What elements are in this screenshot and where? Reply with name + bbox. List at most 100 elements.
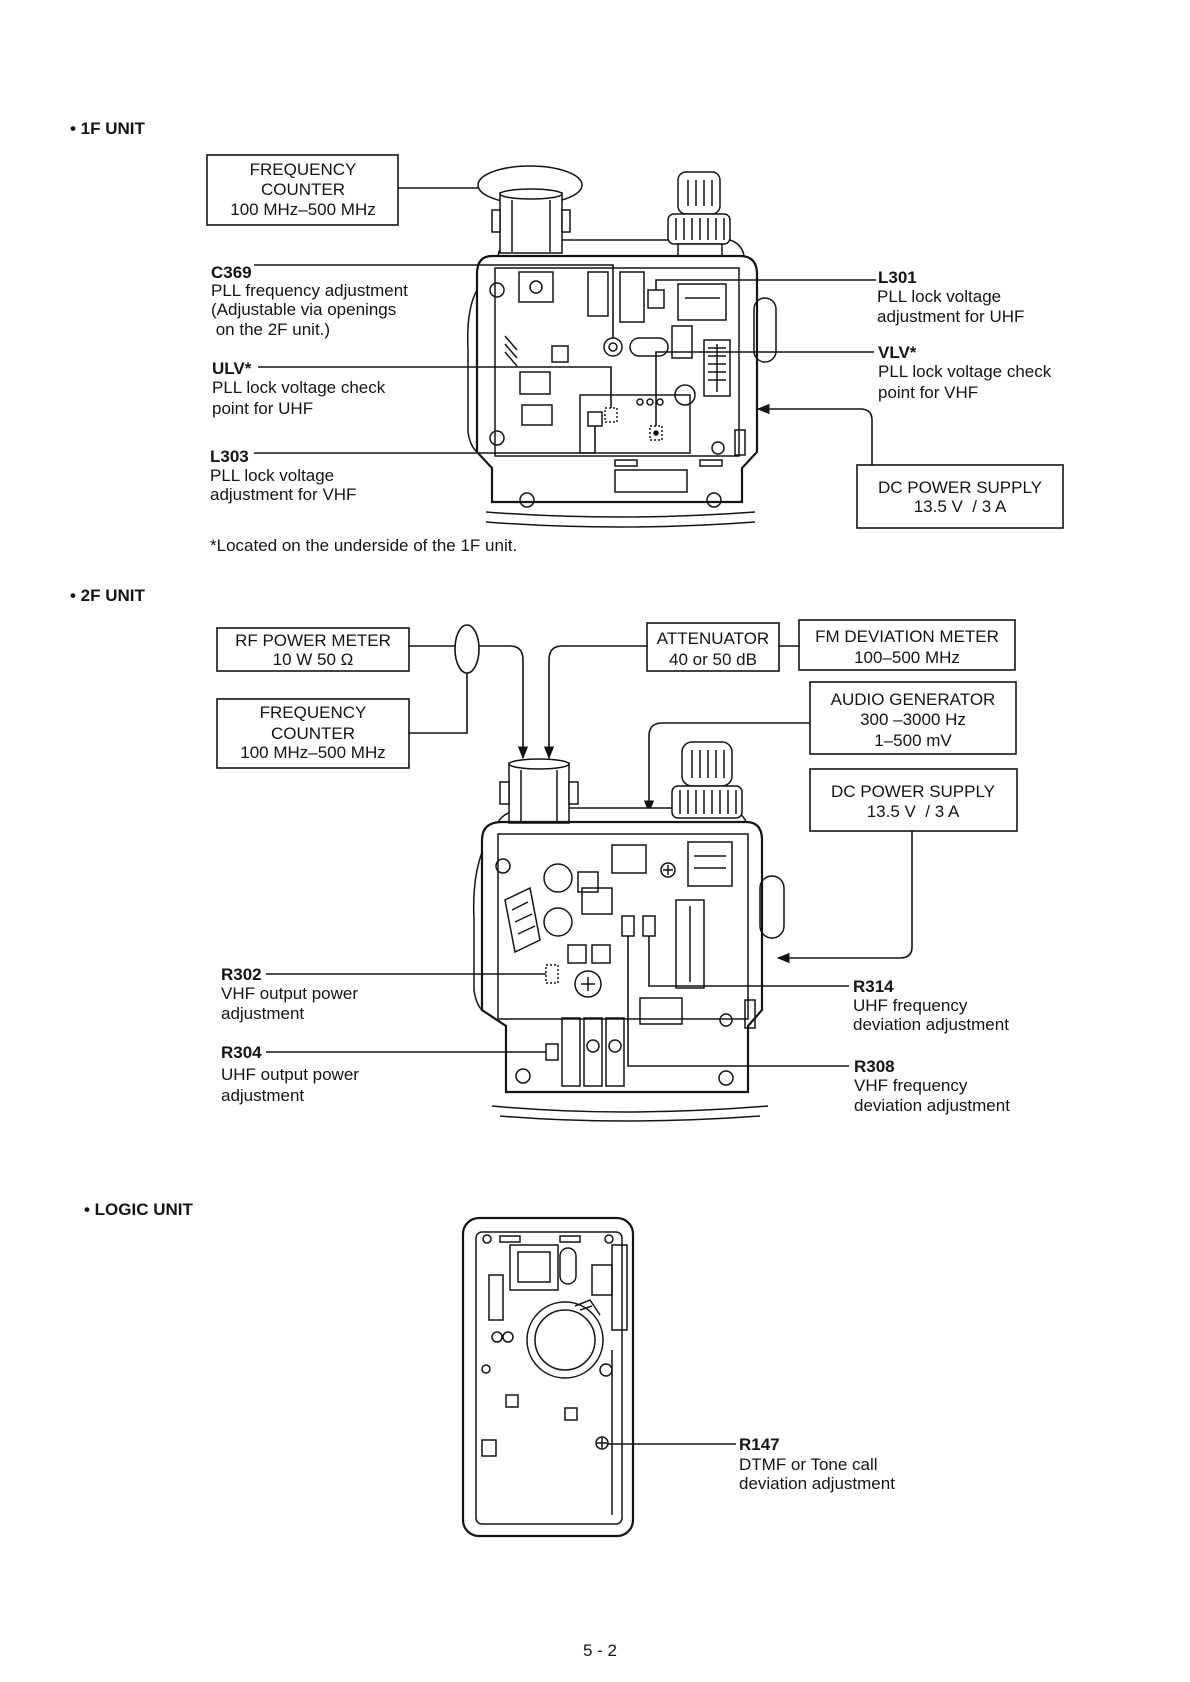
dc-jack (735, 430, 745, 455)
pcb-board (498, 834, 748, 1019)
collar-ridges (680, 790, 736, 814)
resistor-r302 (546, 965, 558, 983)
callout-c369: C369 PLL frequency adjustment (Adjustabl… (211, 263, 408, 339)
test-point (657, 399, 663, 405)
rf-power-meter-frame (216, 627, 410, 672)
logic-board-inner (476, 1232, 622, 1524)
radio-body-outline (477, 256, 757, 502)
connector-tab (569, 782, 578, 804)
trimmer (575, 971, 601, 997)
box-line: 1–500 mV (874, 731, 952, 750)
dc-power-supply-box-2f: DC POWER SUPPLY 13.5 V / 3 A (809, 768, 1018, 832)
box-line: FM DEVIATION METER (815, 627, 999, 646)
attenuator-box: ATTENUATOR 40 or 50 dB (646, 622, 780, 672)
screw (605, 1235, 613, 1243)
frequency-counter-frame (216, 698, 410, 769)
section-heading-logic: • LOGIC UNIT (84, 1200, 194, 1219)
dc-jack (745, 1000, 755, 1028)
screw (490, 283, 504, 297)
coil-l303 (588, 412, 602, 426)
resistor-r304 (546, 1044, 558, 1060)
ref-label: ULV* (212, 359, 252, 378)
desc-line: (Adjustable via openings (211, 300, 396, 319)
callout-r308: R308 VHF frequency deviation adjustment (854, 1057, 1010, 1115)
ref-label: R314 (853, 977, 894, 996)
collar-ridges (676, 218, 724, 240)
connector-grid (708, 344, 726, 392)
pad (506, 1395, 518, 1407)
component-hole (482, 1365, 490, 1373)
connector-tab (500, 782, 509, 804)
antenna-connector (500, 193, 562, 253)
knob-ridges (692, 750, 724, 778)
shield-area (580, 395, 690, 453)
trimmer-cross (581, 977, 595, 991)
knob-base (678, 244, 722, 256)
base-curve (486, 522, 755, 527)
box-line: 13.5 V / 3 A (867, 802, 960, 821)
connector-tab (492, 210, 500, 232)
component (568, 945, 586, 963)
base-curve (486, 512, 755, 517)
shield-can (678, 284, 726, 320)
bottom-pad (700, 460, 722, 466)
desc-line: PLL lock voltage check (212, 378, 386, 397)
section-1f-unit: • 1F UNIT FREQUENCY COUNTER 100 MHz–500 … (70, 119, 1064, 555)
coupler-loop (454, 624, 480, 674)
logic-board-outline (463, 1218, 633, 1536)
component (584, 1018, 602, 1086)
desc-line: adjustment (221, 1004, 304, 1023)
screw-cross (663, 865, 673, 875)
dc-power-supply-box-1f: DC POWER SUPPLY 13.5 V / 3 A (856, 464, 1064, 529)
audio-generator-box: AUDIO GENERATOR 300 –3000 Hz 1–500 mV (809, 681, 1017, 755)
knob-collar (672, 786, 742, 818)
desc-line: DTMF or Tone call (739, 1455, 878, 1474)
screw (520, 493, 534, 507)
trimmer-cross (597, 1438, 607, 1448)
knob-collar (668, 214, 730, 244)
desc-line: deviation adjustment (853, 1015, 1009, 1034)
component (578, 872, 598, 892)
dc-power-frame (809, 768, 1018, 832)
page-number: 5 - 2 (583, 1641, 617, 1660)
component-hole (503, 1332, 513, 1342)
ref-label: L303 (210, 447, 249, 466)
fm-deviation-meter-box: FM DEVIATION METER 100–500 MHz (798, 619, 1016, 671)
pcb-board (495, 268, 739, 456)
callout-r314: R314 UHF frequency deviation adjustment (853, 977, 1009, 1034)
base-curve (492, 1106, 768, 1112)
audio-generator-frame (809, 681, 1017, 755)
desc-line: point for VHF (878, 383, 978, 402)
component (620, 272, 644, 322)
box-line: 40 or 50 dB (669, 650, 757, 669)
fm-deviation-meter-frame (798, 619, 1016, 671)
component-hole (530, 281, 542, 293)
desc-line: point for UHF (212, 399, 313, 418)
coil-l301 (648, 290, 664, 308)
trimmer-r147 (596, 1437, 608, 1449)
screw (661, 863, 675, 877)
ulv-check-point (605, 408, 617, 422)
knob (678, 172, 720, 214)
counter-lead (409, 673, 468, 734)
component (606, 1018, 624, 1086)
screw (719, 1071, 733, 1085)
screw (712, 442, 724, 454)
r314-leader (648, 936, 849, 987)
component (630, 338, 668, 356)
section-logic-unit: • LOGIC UNIT (84, 1200, 895, 1536)
ref-label: R304 (221, 1043, 262, 1062)
screw (516, 1069, 530, 1083)
screw (707, 493, 721, 507)
desc-line: PLL lock voltage (210, 466, 334, 485)
trimmer-c369-center (609, 343, 617, 351)
ref-label: R308 (854, 1057, 895, 1076)
audio-lead-arrow (643, 722, 810, 814)
box-line: 300 –3000 Hz (860, 710, 966, 729)
section-2f-unit: • 2F UNIT RF POWER METER 10 W 50 Ω FREQU… (70, 586, 1018, 1121)
logic-board-drawing (463, 1218, 633, 1536)
ref-label: C369 (211, 263, 252, 282)
bottom-connector (615, 470, 687, 492)
pad (482, 1440, 496, 1456)
